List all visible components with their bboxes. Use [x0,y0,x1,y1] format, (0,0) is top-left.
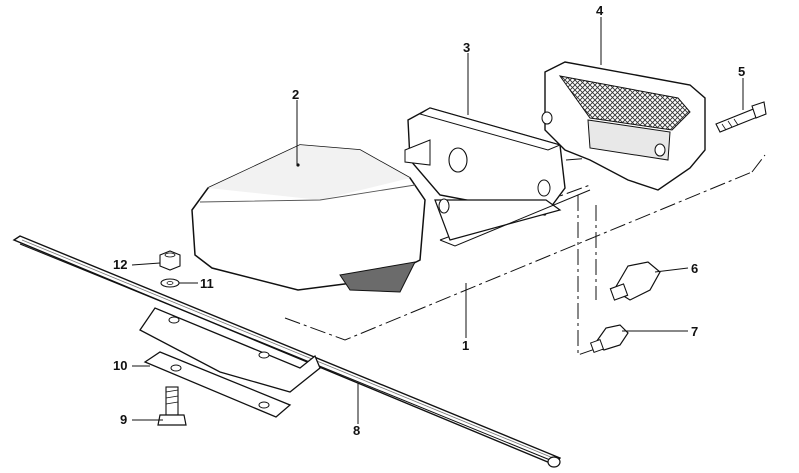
callout-10: 10 [113,358,128,373]
part-6-bulb [609,261,661,301]
leader-lines [131,17,744,424]
callout-12: 12 [113,257,128,272]
callout-4: 4 [596,3,604,18]
callout-3: 3 [463,40,471,55]
part-4-cover-reflector [541,61,706,191]
callout-5: 5 [738,64,746,79]
part-5-screw [715,101,767,133]
part-10-mounting-bracket [139,307,321,418]
part-8-long-bar [12,235,562,468]
callout-2: 2 [292,87,300,102]
callout-11: 11 [200,276,214,291]
part-12-nut [159,250,181,271]
part-7-small-bulb [589,324,629,354]
part-2-lens-cap [191,144,426,293]
callout-9: 9 [120,412,128,427]
part-11-washer [160,278,180,288]
callout-1: 1 [462,338,470,353]
callout-8: 8 [353,423,361,438]
callout-7: 7 [691,324,699,339]
part-9-bolt [157,386,187,426]
callout-6: 6 [691,261,699,276]
part-3-lamp-housing [404,107,591,247]
